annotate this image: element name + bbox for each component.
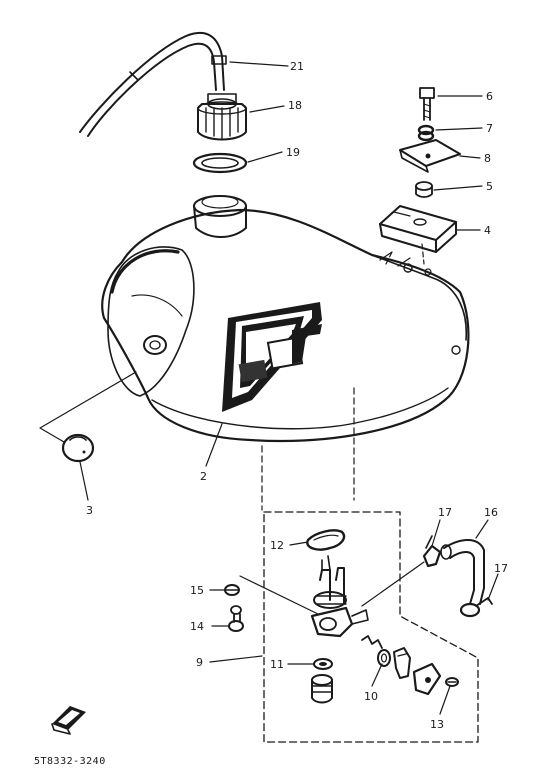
section-symbol-icon [51, 706, 86, 735]
callout-11: 11 [270, 658, 284, 671]
callout-19: 19 [286, 146, 300, 159]
callout-labels: 21 18 19 6 7 8 5 4 2 3 12 15 14 9 11 10 … [86, 60, 508, 731]
cap-gasket [192, 152, 248, 174]
fuel-hose [440, 539, 485, 605]
fuel-filter-cup [311, 674, 333, 704]
callout-12: 12 [270, 539, 284, 552]
fuel-cock-group-outline [261, 387, 479, 743]
callout-leaders [79, 61, 499, 715]
lever-plate [412, 662, 442, 696]
callout-16: 16 [484, 506, 498, 519]
grommet-cap [61, 433, 95, 463]
callout-14: 14 [190, 620, 204, 633]
callout-2: 2 [200, 470, 207, 483]
callout-5: 5 [486, 180, 493, 193]
hose-clip-lower [459, 597, 493, 618]
assembly-leaders [239, 243, 425, 615]
callout-17-lower: 17 [494, 562, 508, 575]
fuel-cock [310, 555, 369, 638]
callout-15: 15 [190, 584, 204, 597]
mount-bolt [419, 87, 435, 121]
spring-washer [417, 124, 435, 142]
screw-panhead [228, 605, 244, 632]
fuel-cock-oring [306, 529, 346, 551]
callout-18: 18 [288, 99, 302, 112]
tank-decal [222, 302, 322, 412]
callout-13: 13 [430, 718, 444, 731]
breather-hose [79, 31, 227, 137]
part-code: 5T8332-3240 [34, 756, 106, 767]
spring [361, 635, 383, 649]
callout-4: 4 [484, 224, 491, 237]
fuel-tank [101, 195, 470, 443]
lever-screw [445, 677, 459, 687]
callout-21: 21 [290, 60, 304, 73]
filter-oring [313, 658, 333, 670]
callout-10: 10 [364, 690, 378, 703]
callout-9: 9 [196, 656, 203, 669]
callout-8: 8 [484, 152, 491, 165]
callout-7: 7 [486, 122, 493, 135]
fuel-cap [197, 93, 247, 141]
callout-17-upper: 17 [438, 506, 452, 519]
lever-gasket [377, 649, 391, 667]
lever [393, 647, 411, 679]
hose-clip-upper [422, 535, 442, 568]
rubber-damper [379, 205, 457, 253]
mount-plate [399, 139, 461, 173]
callout-6: 6 [486, 90, 493, 103]
screw-small [224, 584, 240, 596]
callout-3: 3 [86, 504, 93, 517]
collar [415, 181, 433, 198]
